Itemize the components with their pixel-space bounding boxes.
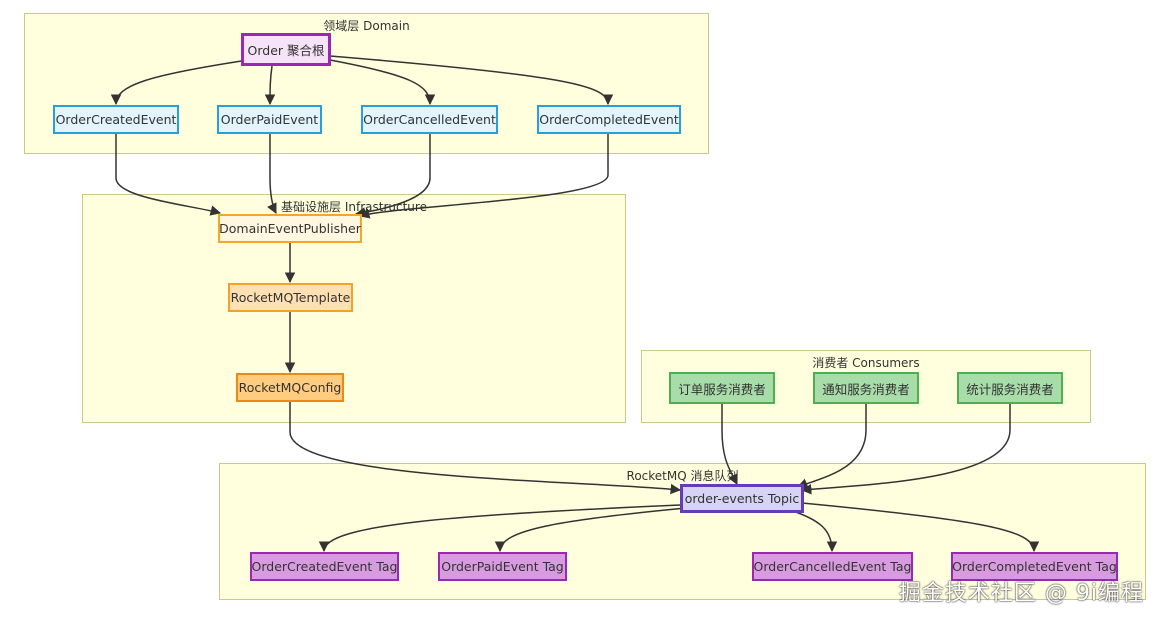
notify-service-consumer-node[interactable]: 通知服务消费者 [813,372,919,404]
rocketmq-template-node[interactable]: RocketMQTemplate [228,283,353,312]
edge-cancelled-publisher [354,134,431,218]
edge-created-publisher [115,134,222,216]
order-service-consumer-node[interactable]: 订单服务消费者 [669,372,775,404]
edge-topic-tag-created [318,504,681,553]
order-completed-event-node[interactable]: OrderCompletedEvent [537,105,681,134]
edge-aggregate-paid [264,65,276,106]
order-aggregate-node[interactable]: Order 聚合根 [241,33,331,66]
edge-aggregate-completed [329,55,614,106]
order-events-topic-node[interactable]: order-events Topic [680,484,804,513]
edge-config-topic [289,402,682,495]
order-created-tag-node[interactable]: OrderCreatedEvent Tag [250,552,399,581]
order-created-event-node[interactable]: OrderCreatedEvent [53,105,179,134]
edge-topic-tag-cancelled [789,509,838,553]
watermark-text: 掘金技术社区 @ 9i编程 [898,581,1144,606]
edge-paid-publisher [267,134,277,214]
edge-topic-tag-paid [494,507,687,553]
edge-completed-publisher [358,134,609,219]
order-paid-event-node[interactable]: OrderPaidEvent [217,105,322,134]
edge-aggregate-created [110,59,249,106]
edge-aggregate-cancelled [329,59,436,106]
edge-consumer-stats-topic [800,404,1011,495]
order-cancelled-event-node[interactable]: OrderCancelledEvent [361,105,498,134]
stats-service-consumer-node[interactable]: 统计服务消费者 [957,372,1063,404]
order-completed-tag-node[interactable]: OrderCompletedEvent Tag [951,552,1118,581]
consumers-label: 消费者 Consumers [812,356,920,370]
rocketmq-label: RocketMQ 消息队列 [626,469,739,483]
domain-event-publisher-node[interactable]: DomainEventPublisher [218,214,362,243]
infrastructure-layer-label: 基础设施层 Infrastructure [281,200,427,214]
order-paid-tag-node[interactable]: OrderPaidEvent Tag [438,552,567,581]
edge-consumer-order-topic [721,404,738,485]
edge-consumer-notify-topic [797,404,867,489]
order-cancelled-tag-node[interactable]: OrderCancelledEvent Tag [752,552,913,581]
edge-topic-tag-completed [801,502,1040,553]
rocketmq-config-node[interactable]: RocketMQConfig [236,373,344,402]
domain-layer-label: 领域层 Domain [323,19,410,33]
